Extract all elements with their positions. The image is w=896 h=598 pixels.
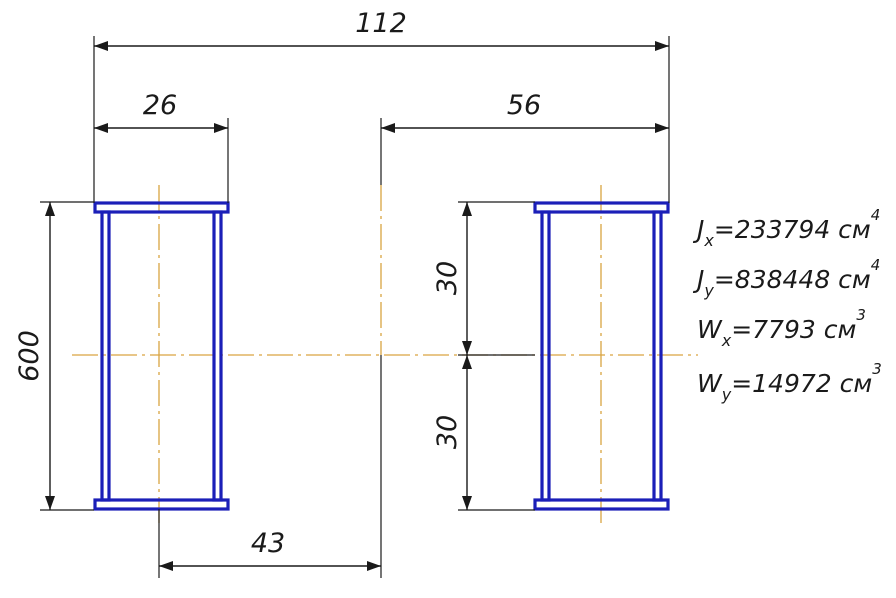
left-top-flange bbox=[93, 201, 230, 214]
dim-left-flange-width: 26 bbox=[143, 90, 177, 121]
dim-overall-width: 112 bbox=[355, 8, 407, 39]
left-web-outer bbox=[100, 210, 111, 502]
right-web-inner bbox=[652, 210, 663, 502]
right-top-flange bbox=[533, 201, 670, 214]
right-beam-section bbox=[533, 201, 670, 511]
section-properties: Jx=233794 см4 Jy=838448 см4 Wx=7793 см3 … bbox=[692, 206, 882, 404]
dim-bottom-spacing: 43 bbox=[251, 528, 285, 559]
left-bottom-flange bbox=[93, 498, 230, 511]
right-web-outer bbox=[540, 210, 551, 502]
right-bottom-flange bbox=[533, 498, 670, 511]
dim-height: 600 bbox=[14, 330, 45, 382]
dimension-values: 112 26 56 600 30 30 43 bbox=[14, 8, 541, 559]
extension-lines bbox=[40, 36, 670, 578]
property-jx: Jx=233794 см4 bbox=[692, 206, 880, 250]
axis-lines bbox=[72, 185, 698, 528]
dim-lower-half: 30 bbox=[432, 415, 463, 449]
dimension-lines bbox=[45, 41, 669, 571]
property-jy: Jy=838448 см4 bbox=[692, 256, 880, 300]
dim-right-offset: 56 bbox=[507, 90, 541, 121]
left-beam-section bbox=[93, 201, 230, 511]
dim-upper-half: 30 bbox=[432, 261, 463, 295]
property-wx: Wx=7793 см3 bbox=[697, 306, 866, 350]
left-web-inner bbox=[212, 210, 223, 502]
property-wy: Wy=14972 см3 bbox=[697, 360, 882, 404]
